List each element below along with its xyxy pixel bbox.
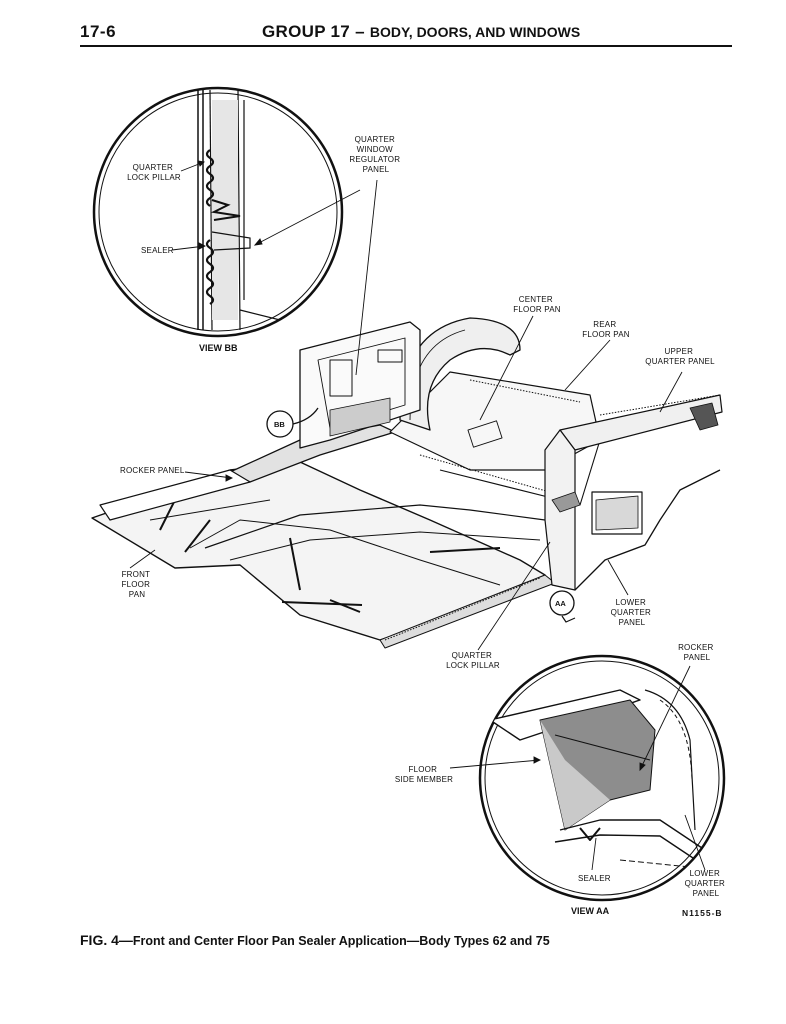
label-sealer-bb: SEALER	[141, 246, 174, 255]
label-sealer-aa: SEALER	[578, 874, 611, 883]
callout-labels: QUARTER LOCK PILLAR SEALER QUARTER WINDO…	[120, 135, 728, 898]
view-bb-title: VIEW BB	[199, 343, 238, 353]
label-rocker-panel-aa: ROCKER PANEL	[678, 643, 716, 662]
label-floor-side-member: FLOOR SIDE MEMBER	[395, 765, 453, 784]
label-quarter-window-regulator-panel: QUARTER WINDOW REGULATOR PANEL	[349, 135, 402, 174]
callout-leaders	[129, 160, 706, 871]
label-lower-quarter-panel: LOWER QUARTER PANEL	[611, 598, 654, 627]
label-lower-quarter-panel-aa: LOWER QUARTER PANEL	[685, 869, 728, 898]
label-upper-quarter-panel: UPPER QUARTER PANEL	[645, 347, 715, 366]
label-rocker-panel: ROCKER PANEL	[120, 466, 185, 475]
page-number: 17-6	[80, 22, 117, 41]
view-bb-detail	[92, 86, 344, 338]
floor-pan-assembly	[91, 317, 723, 649]
header-rule	[80, 45, 732, 47]
label-rear-floor-pan: REAR FLOOR PAN	[582, 320, 629, 339]
page-header-title: GROUP 17 – BODY, DOORS, AND WINDOWS	[262, 22, 580, 42]
group-title: BODY, DOORS, AND WINDOWS	[369, 24, 581, 40]
label-front-floor-pan: FRONT FLOOR PAN	[122, 570, 153, 599]
view-aa-title: VIEW AA	[571, 906, 610, 916]
figure-caption: FIG. 4—Front and Center Floor Pan Sealer…	[80, 932, 550, 948]
figure-caption-text: Front and Center Floor Pan Sealer Applic…	[132, 934, 550, 948]
view-aa-badge: AA	[555, 599, 566, 608]
group-label: GROUP 17	[262, 22, 351, 41]
drawing-code: N1155-B	[682, 908, 723, 918]
view-aa-detail	[478, 654, 726, 902]
view-bb-badge: BB	[274, 420, 285, 429]
figure-number: FIG. 4—	[80, 932, 133, 948]
label-quarter-lock-pillar: QUARTER LOCK PILLAR	[446, 651, 500, 670]
header-separator: –	[355, 22, 370, 41]
label-quarter-lock-pillar-bb: QUARTER LOCK PILLAR	[127, 163, 181, 182]
label-center-floor-pan: CENTER FLOOR PAN	[513, 295, 560, 314]
